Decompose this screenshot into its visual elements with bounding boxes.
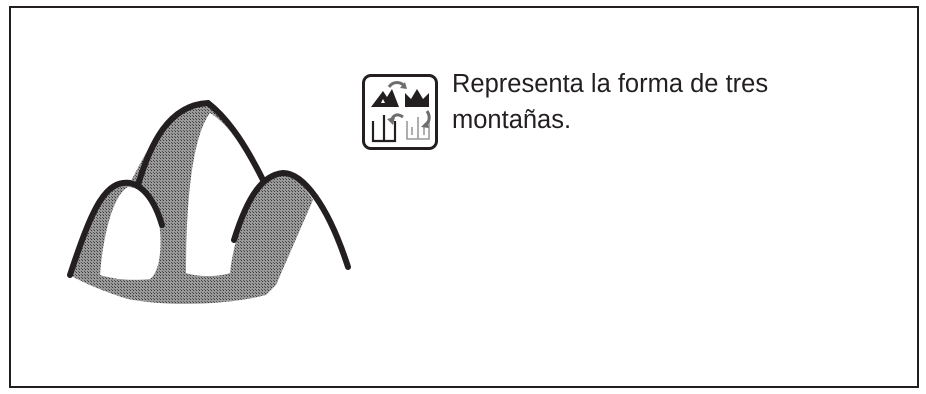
three-mountains-illustration	[67, 99, 351, 304]
pictograph-evolution-icon	[362, 74, 438, 150]
caption-text: Representa la forma de tres montañas.	[452, 70, 769, 134]
